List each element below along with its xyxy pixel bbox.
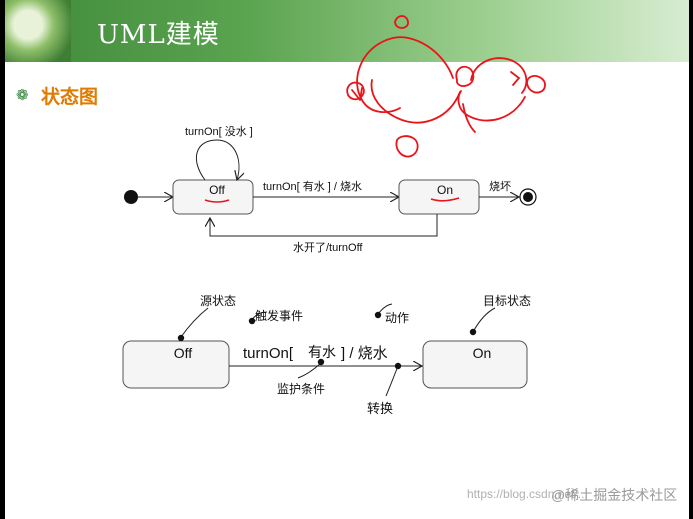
section-title: 状态图 <box>41 86 99 108</box>
final-transition-label: 烧坏 <box>489 180 511 193</box>
initial-state <box>124 190 138 204</box>
target-state-box <box>422 340 528 389</box>
note-trigger-event: 触发事件 <box>255 308 303 323</box>
slide-title: UML建模 <box>97 20 220 50</box>
return-transition <box>210 214 438 237</box>
slide-header: UML建模 <box>5 0 689 62</box>
state-diagrams: Off turnOn[ 没水 ] turnOn[ 有水 ] / 烧水 On 烧坏… <box>122 15 546 416</box>
callout-lines <box>180 303 496 397</box>
main-transition-label: turnOn[ 有水 ] / 烧水 <box>263 179 362 193</box>
slide: UML建模 ❁ 状态图 Off <box>5 0 689 519</box>
transition-guard-text: 有水 <box>308 344 336 360</box>
target-state-label: On <box>473 345 492 361</box>
note-source-state: 源状态 <box>200 294 236 308</box>
source-state-box <box>122 340 230 389</box>
flower-bullet-icon: ❁ <box>16 87 29 104</box>
plant-in-hands-logo <box>5 0 71 62</box>
return-transition-label: 水开了/turnOff <box>293 241 363 254</box>
watermark-site: @稀土掘金技术社区 <box>551 487 678 503</box>
red-underline-off <box>204 199 230 203</box>
source-state-label: Off <box>174 345 193 361</box>
final-state-dot <box>523 192 533 202</box>
note-guard-condition: 监护条件 <box>277 382 325 396</box>
self-loop-label: turnOn[ 没水 ] <box>185 125 253 138</box>
state-on-label: On <box>437 183 453 197</box>
note-action: 动作 <box>385 311 409 325</box>
callout-dots <box>177 311 477 370</box>
watermark-url: https://blog.csdn.net/... <box>467 487 588 501</box>
transition-event-text: turnOn[ <box>243 345 294 362</box>
state-diagram-2: Off On turnOn[ 有水 ] / 烧水 <box>122 294 531 416</box>
red-scribble-annotation <box>346 15 546 158</box>
state-off-label: Off <box>209 183 225 197</box>
note-transition: 转换 <box>367 401 393 416</box>
transition-action-text: ] / 烧水 <box>341 345 388 362</box>
self-loop-transition <box>196 139 239 180</box>
state-diagram-1: Off turnOn[ 没水 ] turnOn[ 有水 ] / 烧水 On 烧坏… <box>124 125 537 254</box>
note-target-state: 目标状态 <box>483 294 531 308</box>
red-underline-on <box>430 197 460 202</box>
